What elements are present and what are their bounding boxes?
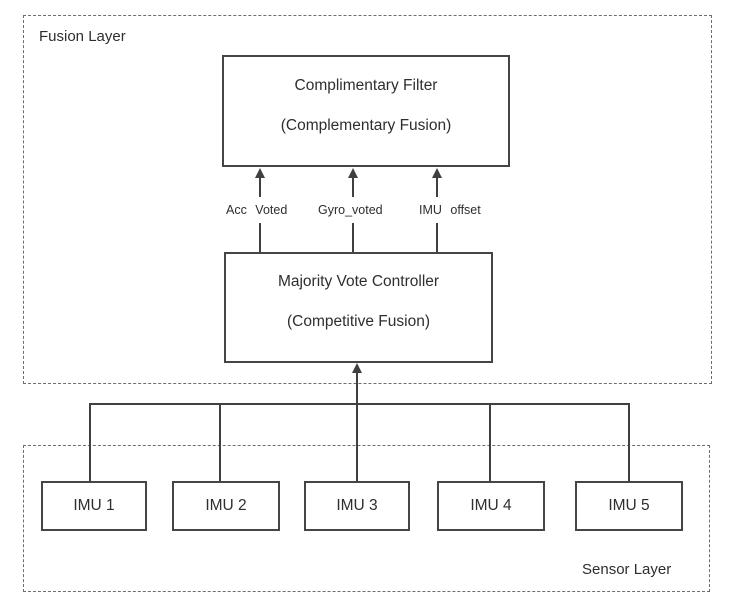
fusion-layer-container xyxy=(23,15,712,384)
imu-1-label: IMU 1 xyxy=(73,497,115,514)
imu-3-box: IMU 3 xyxy=(304,481,410,531)
complementary-filter-title: Complimentary Filter xyxy=(294,76,438,94)
sensor-bus-line xyxy=(89,403,630,405)
imu-3-label: IMU 3 xyxy=(336,497,378,514)
imu-2-box: IMU 2 xyxy=(172,481,280,531)
gyro-voted-signal-label: Gyro_voted xyxy=(316,203,385,217)
imu-offset-signal-label: IMU offset xyxy=(417,203,483,217)
acc-voted-signal-label: Acc Voted xyxy=(224,203,290,217)
imu-offset-arrow-lower-line xyxy=(436,223,438,252)
gyro-voted-arrow-upper-line xyxy=(352,177,354,197)
bus-to-controller-arrowhead-icon xyxy=(352,363,362,373)
imu5-connector-line xyxy=(628,403,630,481)
imu-offset-arrowhead-icon xyxy=(432,168,442,178)
imu-1-box: IMU 1 xyxy=(41,481,147,531)
complementary-filter-subtitle: (Complementary Fusion) xyxy=(280,116,452,134)
imu2-connector-line xyxy=(219,403,221,481)
acc-voted-arrow-upper-line xyxy=(259,177,261,197)
fusion-layer-label: Fusion Layer xyxy=(39,28,126,45)
majority-vote-controller-box: Majority Vote Controller (Competitive Fu… xyxy=(224,252,493,363)
sensor-layer-container xyxy=(23,445,710,592)
imu1-connector-line xyxy=(89,403,91,481)
imu-4-label: IMU 4 xyxy=(470,497,512,514)
imu-5-label: IMU 5 xyxy=(608,497,650,514)
majority-vote-controller-title: Majority Vote Controller xyxy=(277,273,440,290)
acc-voted-arrow-lower-line xyxy=(259,223,261,252)
sensor-layer-label: Sensor Layer xyxy=(582,561,672,578)
imu-5-box: IMU 5 xyxy=(575,481,683,531)
gyro-voted-arrow-lower-line xyxy=(352,223,354,252)
majority-vote-controller-subtitle: (Competitive Fusion) xyxy=(287,313,430,330)
imu4-connector-line xyxy=(489,403,491,481)
gyro-voted-arrowhead-icon xyxy=(348,168,358,178)
bus-to-controller-line xyxy=(356,373,358,481)
complementary-filter-box: Complimentary Filter (Complementary Fusi… xyxy=(222,55,510,167)
imu-offset-arrow-upper-line xyxy=(436,177,438,197)
imu-2-label: IMU 2 xyxy=(205,497,247,514)
acc-voted-arrowhead-icon xyxy=(255,168,265,178)
imu-4-box: IMU 4 xyxy=(437,481,545,531)
